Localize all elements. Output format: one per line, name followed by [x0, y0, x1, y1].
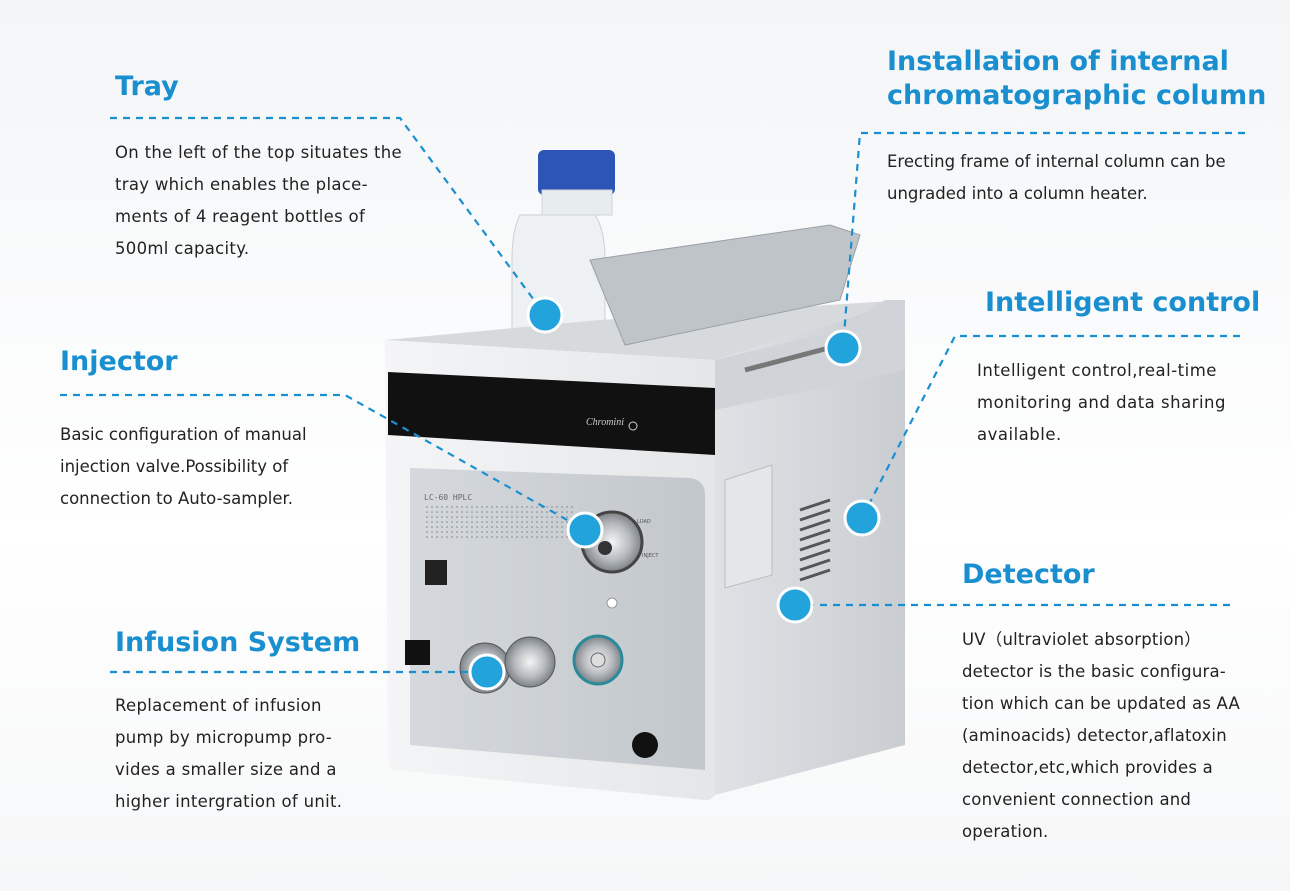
- column-description: Erecting frame of internal column can be…: [887, 152, 1226, 203]
- brand-label: Chromini: [586, 417, 624, 428]
- injector-title: Injector: [60, 346, 178, 377]
- tray-marker: [526, 296, 564, 334]
- tray-description: On the left of the top situates the tray…: [115, 143, 402, 258]
- column-marker: [824, 329, 862, 367]
- detector-title: Detector: [962, 559, 1095, 590]
- valve-load-label: LOAD: [637, 519, 651, 525]
- detector-description: UV（ultraviolet absorption） detector is t…: [962, 630, 1240, 841]
- injector-marker: [566, 511, 604, 549]
- valve-inject-label: INJECT: [642, 553, 659, 559]
- control-title: Intelligent control: [985, 287, 1261, 318]
- infusion-title: Infusion System: [115, 627, 361, 658]
- control-description: Intelligent control,real-time monitoring…: [977, 361, 1226, 444]
- column-title: Installation of internal chromatographic…: [887, 46, 1267, 111]
- control-marker: [843, 499, 881, 537]
- infusion-description: Replacement of infusion pump by micropum…: [115, 696, 343, 811]
- tray-title: Tray: [115, 71, 179, 102]
- model-label: LC-60 HPLC: [424, 493, 472, 502]
- detector-marker: [776, 586, 814, 624]
- injector-description: Basic configuration of manual injection …: [60, 425, 307, 508]
- infusion-marker: [468, 653, 506, 691]
